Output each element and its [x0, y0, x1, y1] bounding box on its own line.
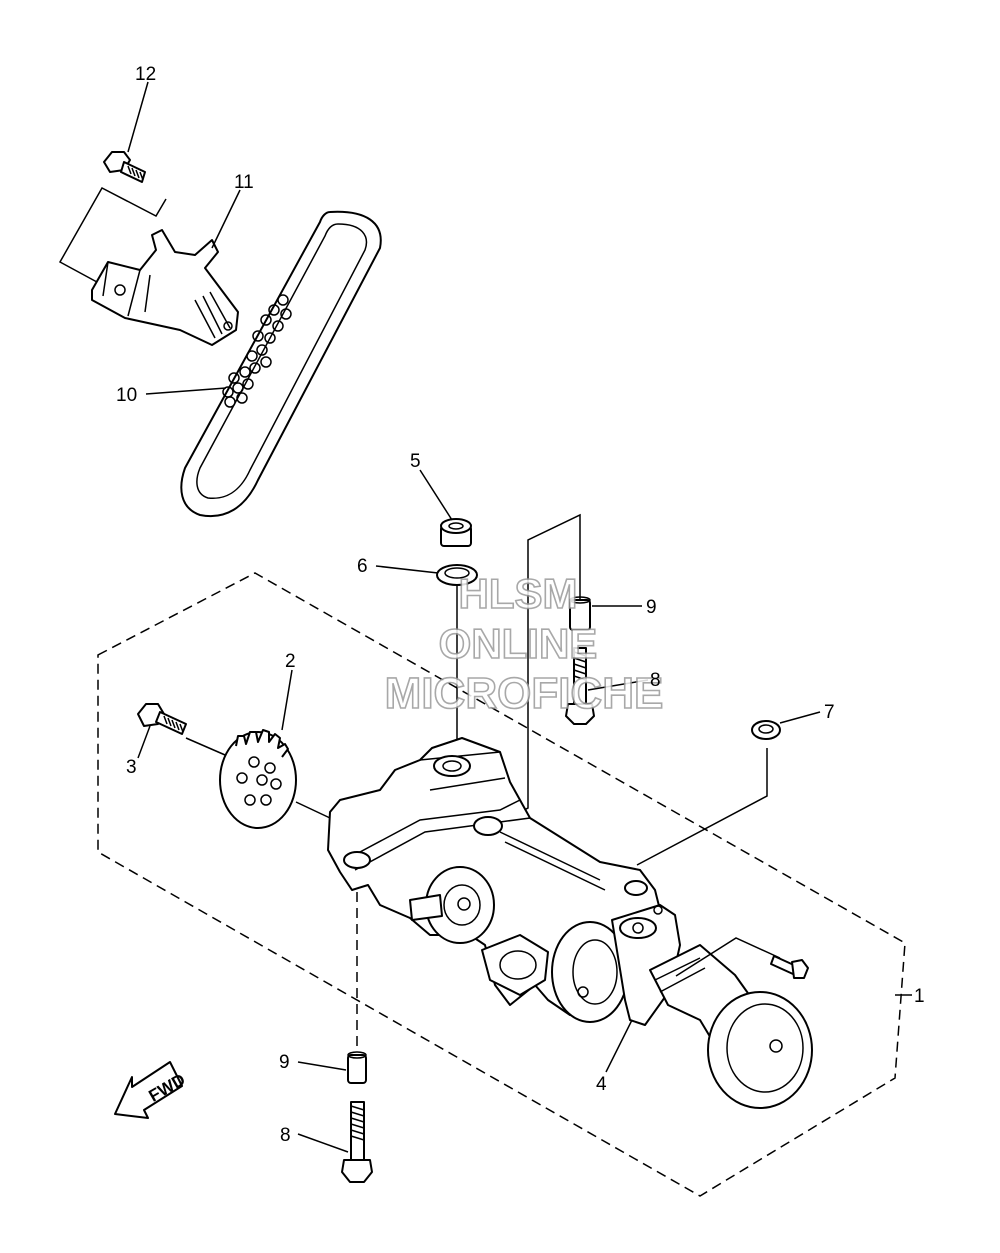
callout-labels: 12 11 10 5 6 9 8 7 2 3 1 4 9 8	[116, 64, 925, 1146]
bolt-8-upper-icon	[565, 647, 595, 725]
watermark-line-1: HLSM	[459, 570, 578, 617]
oring-6-icon	[436, 564, 478, 586]
bolt-8-lower-icon	[341, 1101, 373, 1183]
bolt-3-icon	[137, 703, 187, 735]
bolt-3-axis-line	[185, 737, 233, 759]
watermark-line-2: ONLINE	[439, 620, 598, 667]
callout-12: 12	[135, 64, 156, 85]
dowel-pin-9-lower-icon	[347, 1051, 367, 1084]
dowel-pin-9-upper-icon	[569, 596, 591, 631]
fwd-arrow-icon: FWD	[114, 1061, 189, 1119]
callout-1: 1	[914, 986, 925, 1007]
leader-lines	[127, 81, 912, 1153]
strainer-screw-guide-line	[675, 937, 781, 977]
callout-7: 7	[824, 702, 835, 723]
callout-10: 10	[116, 385, 137, 406]
collar-5-icon	[440, 518, 472, 547]
callout-9-lower: 9	[279, 1052, 290, 1073]
callout-8-lower: 8	[280, 1125, 291, 1146]
strainer-screw-icon	[770, 955, 809, 979]
bolt-12-icon	[103, 151, 146, 183]
callout-9-upper: 9	[646, 597, 657, 618]
assembly-boundary	[97, 572, 906, 1197]
callout-8-upper: 8	[650, 670, 661, 691]
oring-7-guide-line	[636, 748, 768, 866]
oil-pump-chain-10-icon	[180, 210, 382, 518]
callout-5: 5	[410, 451, 421, 472]
watermark: HLSM ONLINE MICROFICHE	[384, 569, 664, 719]
oil-pump-assembly-1-icon	[327, 737, 813, 1109]
watermark-line-3: MICROFICHE	[385, 669, 664, 718]
callout-6: 6	[357, 556, 368, 577]
bolt-12-guide-line	[58, 187, 167, 289]
callout-2: 2	[285, 651, 296, 672]
sprocket-2-icon	[219, 729, 297, 829]
oring-7-icon	[751, 720, 781, 740]
chain-guide-11-icon	[91, 229, 239, 346]
sprocket-axis-line	[295, 801, 331, 819]
callout-4: 4	[596, 1074, 607, 1095]
callout-3: 3	[126, 757, 137, 778]
callout-11: 11	[234, 172, 254, 193]
